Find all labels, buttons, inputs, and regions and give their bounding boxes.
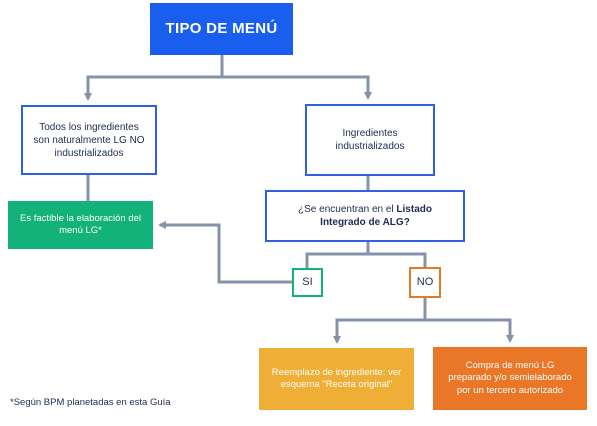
question-bold: Listado Integrado de ALG? xyxy=(320,204,432,228)
replace-ingredient-text: Reemplazo de ingrediente: ver esquema "R… xyxy=(271,366,402,390)
answer-no-node: NO xyxy=(409,267,441,298)
replace-ingredient-node: Reemplazo de ingrediente: ver esquema "R… xyxy=(259,348,414,410)
answer-yes-text: SI xyxy=(302,276,313,289)
feasible-result-text: Es factible la elaboración del menú LG* xyxy=(20,212,141,236)
purchase-menu-text: Compra de menú LG preparado y/o semielab… xyxy=(448,359,572,396)
connector-to-purchase xyxy=(425,318,514,343)
connector-to-industrial xyxy=(222,75,372,100)
purchase-menu-node: Compra de menú LG preparado y/o semielab… xyxy=(433,347,587,410)
listado-question-text: ¿Se encuentran en el Listado Integrado d… xyxy=(277,203,453,229)
diagram-title: TIPO DE MENÚ xyxy=(150,3,293,55)
connector-question-answers xyxy=(305,242,427,268)
diagram-title-text: TIPO DE MENÚ xyxy=(165,20,278,38)
question-prefix: ¿Se encuentran en el xyxy=(298,204,397,215)
listado-question-node: ¿Se encuentran en el Listado Integrado d… xyxy=(265,190,465,242)
industrialized-ingredients-text: Ingredientes industrializados xyxy=(335,128,405,152)
natural-ingredients-node: Todos los ingredientes son naturalmente … xyxy=(21,105,157,175)
connector-to-natural xyxy=(84,75,222,101)
answer-no-text: NO xyxy=(416,276,434,289)
feasible-result-node: Es factible la elaboración del menú LG* xyxy=(8,201,153,249)
connector-si-feasible xyxy=(158,221,292,284)
natural-ingredients-text: Todos los ingredientes son naturalmente … xyxy=(33,121,145,159)
industrialized-ingredients-node: Ingredientes industrializados xyxy=(305,104,435,176)
answer-yes-node: SI xyxy=(292,268,323,297)
footnote: *Según BPM planetadas en esta Guía xyxy=(10,397,171,408)
connector-to-replace xyxy=(333,318,425,344)
